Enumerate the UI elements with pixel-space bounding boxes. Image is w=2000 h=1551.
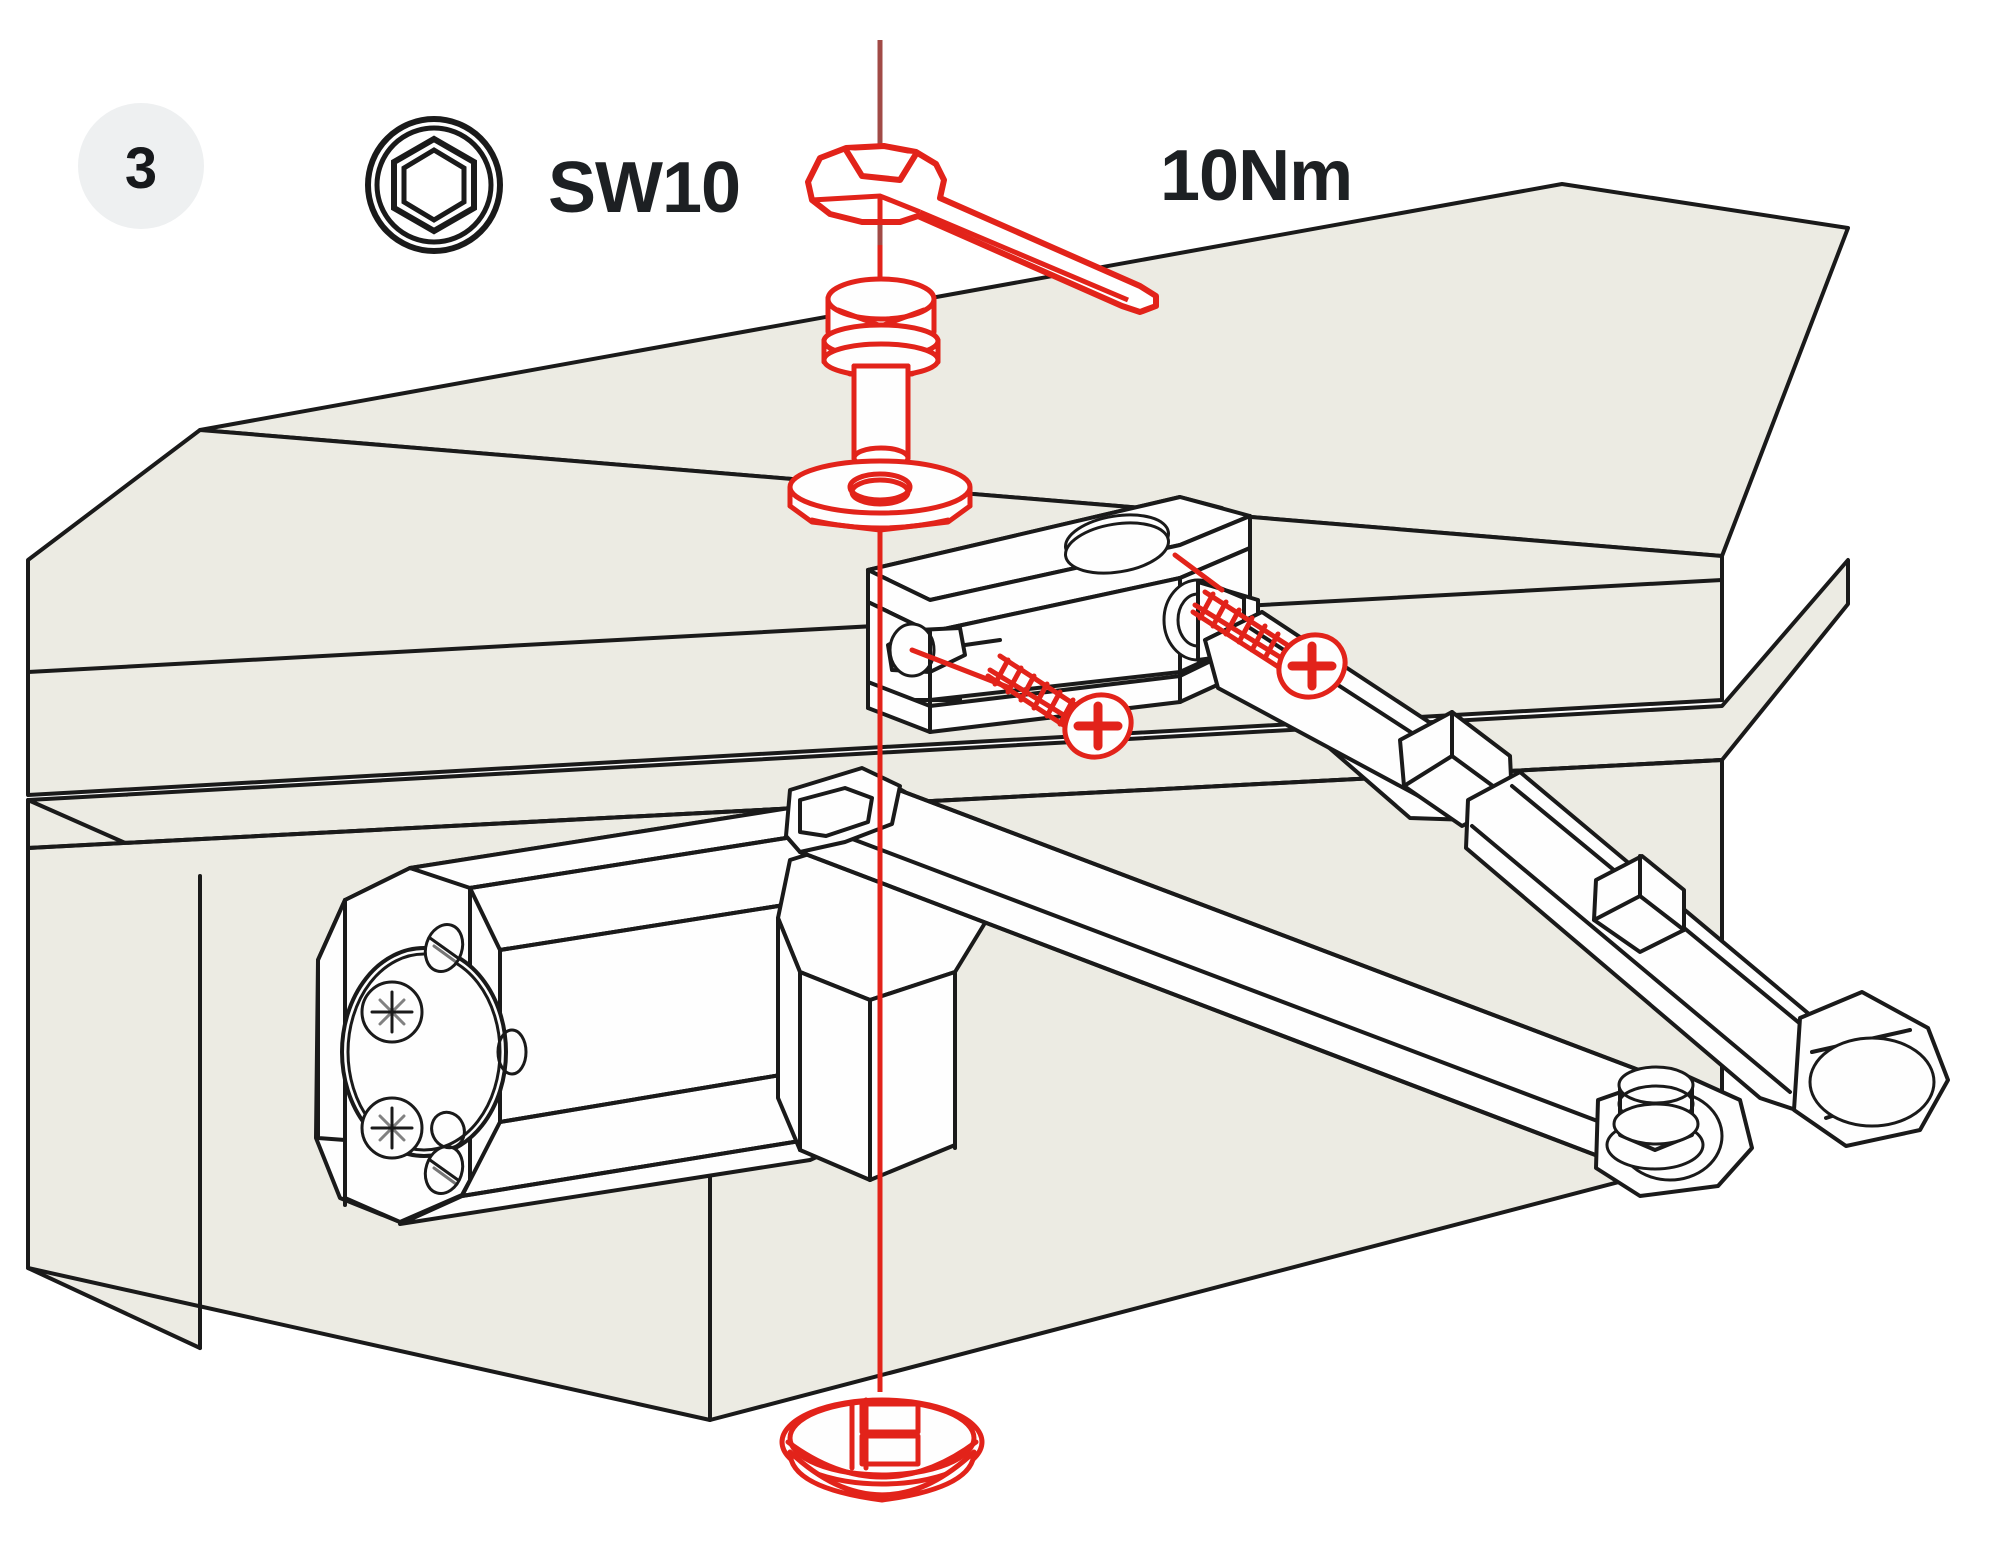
leader-line-left-screw bbox=[909, 647, 1013, 691]
cover-cap bbox=[779, 1397, 985, 1503]
tool-label-torque: 10Nm bbox=[1160, 136, 1352, 216]
valve-screw-upper bbox=[423, 923, 465, 973]
fixing-screw-left bbox=[985, 653, 1134, 760]
pozidriv-cross-icon bbox=[1073, 701, 1123, 751]
arm-pivot-bolt bbox=[1605, 1065, 1705, 1171]
pozidriv-cross-icon bbox=[1287, 641, 1337, 691]
flat-washer bbox=[787, 458, 973, 533]
pozidriv-screw-bottom bbox=[360, 1096, 424, 1160]
step-badge: 3 bbox=[78, 103, 204, 229]
step-badge-number: 3 bbox=[125, 136, 157, 201]
open-end-wrench-icon bbox=[805, 143, 1159, 315]
step-badge-circle bbox=[78, 103, 204, 229]
pozidriv-screw-top bbox=[360, 980, 424, 1044]
main-arm bbox=[784, 766, 1754, 1198]
hex-socket-icon bbox=[365, 116, 503, 254]
fixing-screw-right bbox=[1172, 552, 1348, 700]
tool-label-socket-size: SW10 bbox=[548, 148, 740, 228]
hex-head-bolt bbox=[821, 276, 941, 471]
